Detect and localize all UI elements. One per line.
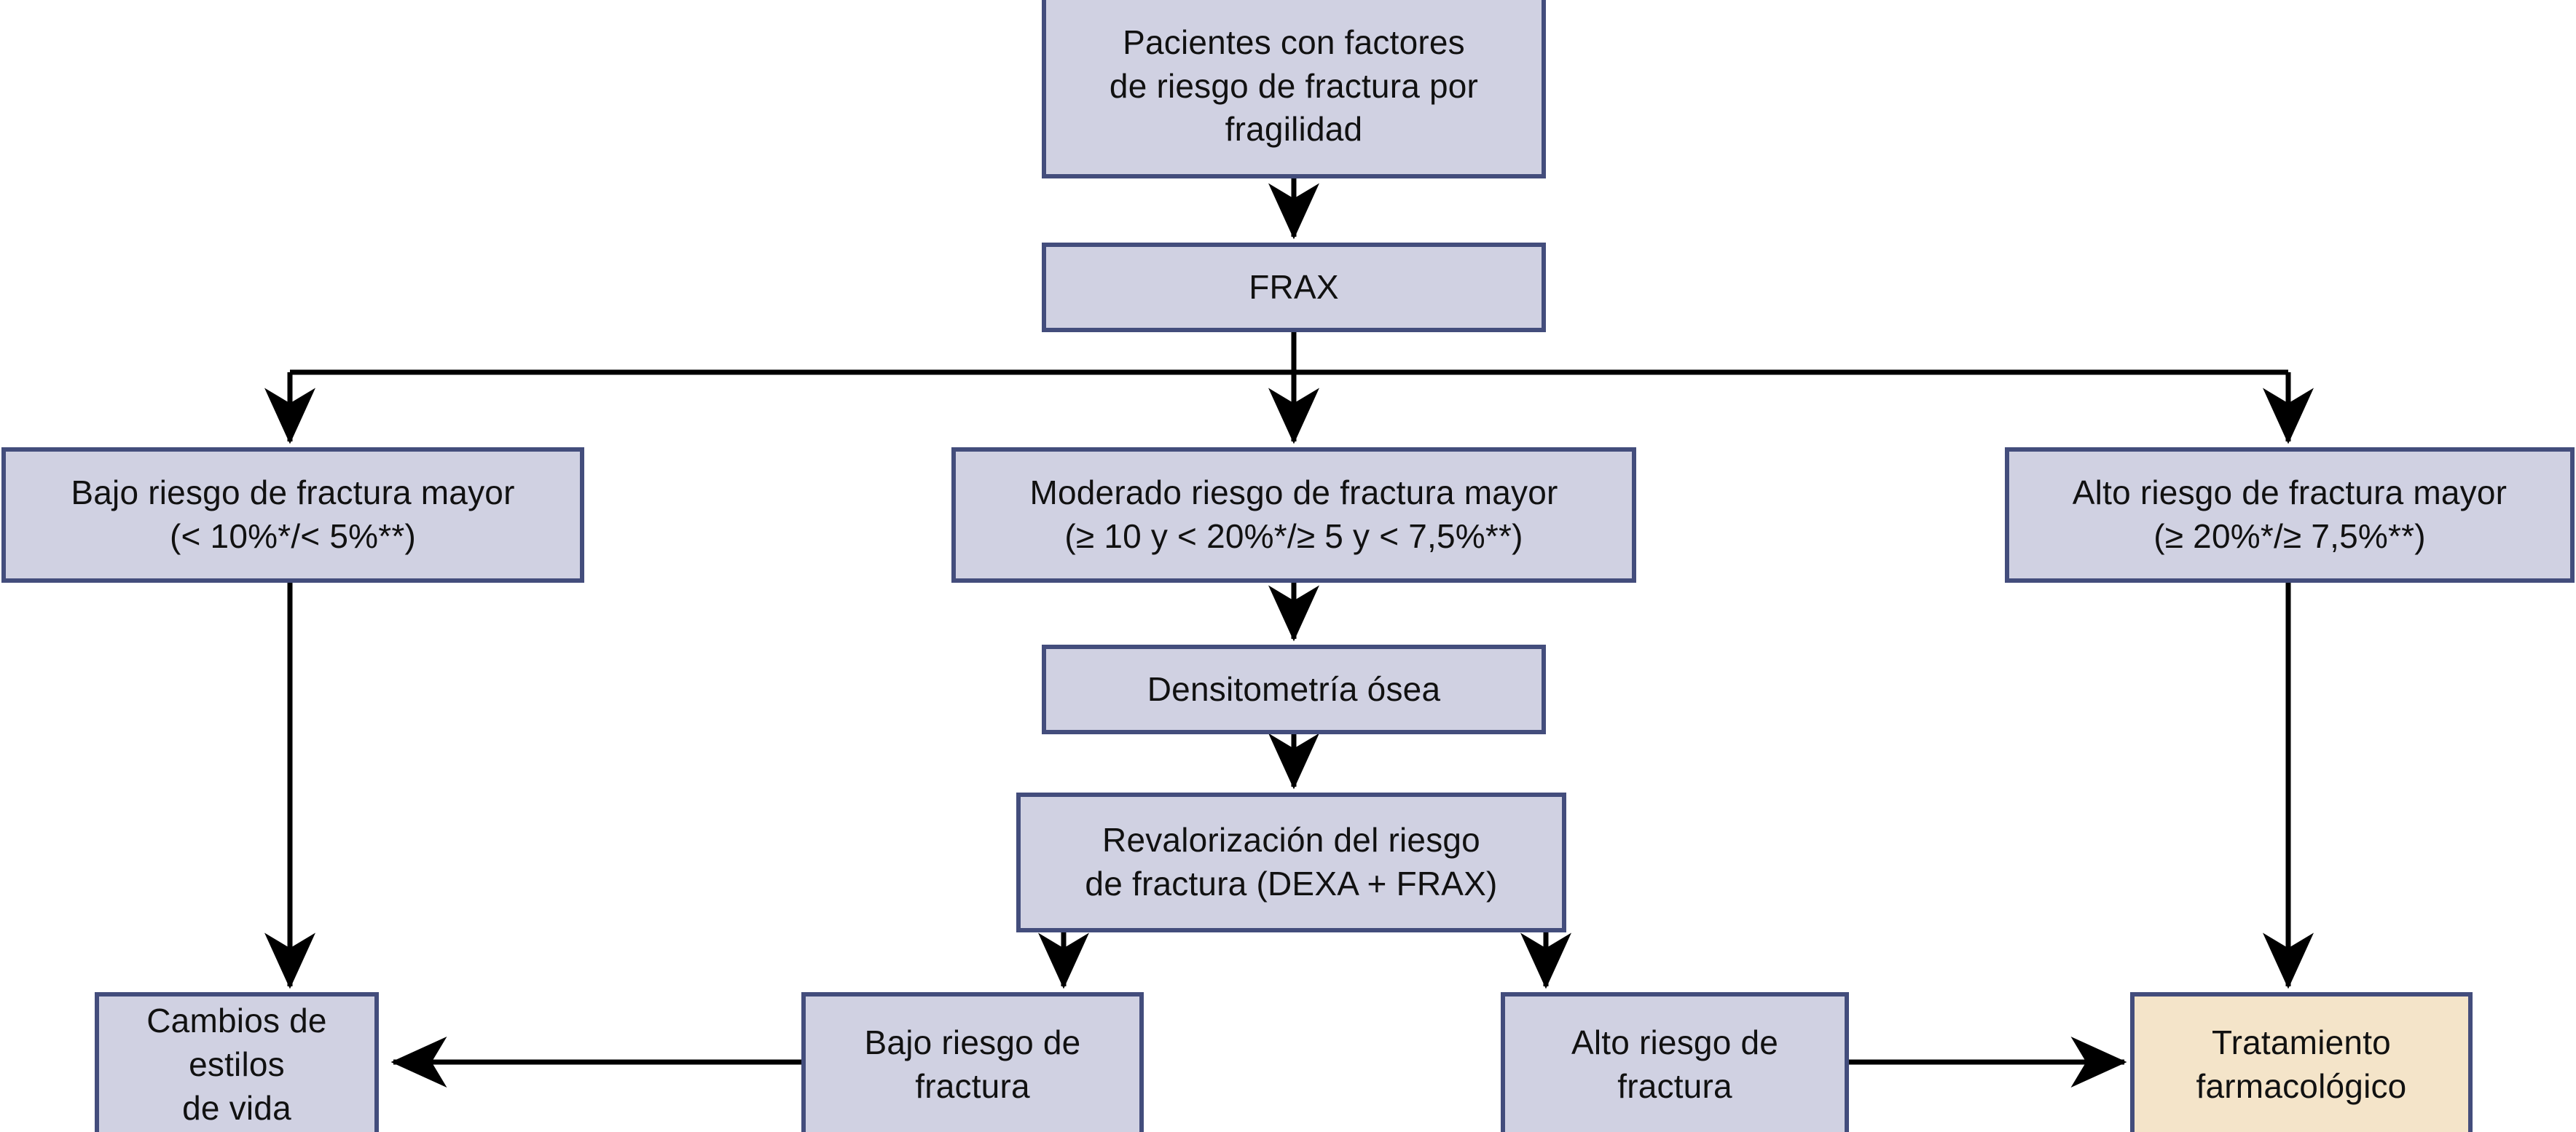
node-reassessment[interactable]: Revalorización del riesgo de fractura (D… — [1016, 793, 1566, 932]
edge-frax-branch-bus — [264, 332, 2314, 444]
node-high-fracture-risk[interactable]: Alto riesgo de fractura — [1501, 992, 1849, 1132]
node-pharmacological-treatment[interactable]: Tratamiento farmacológico — [2130, 992, 2473, 1132]
node-densitometry[interactable]: Densitometría ósea — [1042, 645, 1546, 734]
node-patients[interactable]: Pacientes con factores de riesgo de frac… — [1042, 0, 1546, 178]
node-moderate-risk[interactable]: Moderado riesgo de fractura mayor (≥ 10 … — [951, 447, 1636, 583]
node-high-risk[interactable]: Alto riesgo de fractura mayor (≥ 20%*/≥ … — [2005, 447, 2575, 583]
node-low-fracture-risk[interactable]: Bajo riesgo de fractura — [801, 992, 1144, 1132]
node-frax[interactable]: FRAX — [1042, 243, 1546, 332]
node-lifestyle-changes[interactable]: Cambios de estilos de vida — [95, 992, 379, 1132]
node-low-risk[interactable]: Bajo riesgo de fractura mayor (< 10%*/< … — [1, 447, 584, 583]
